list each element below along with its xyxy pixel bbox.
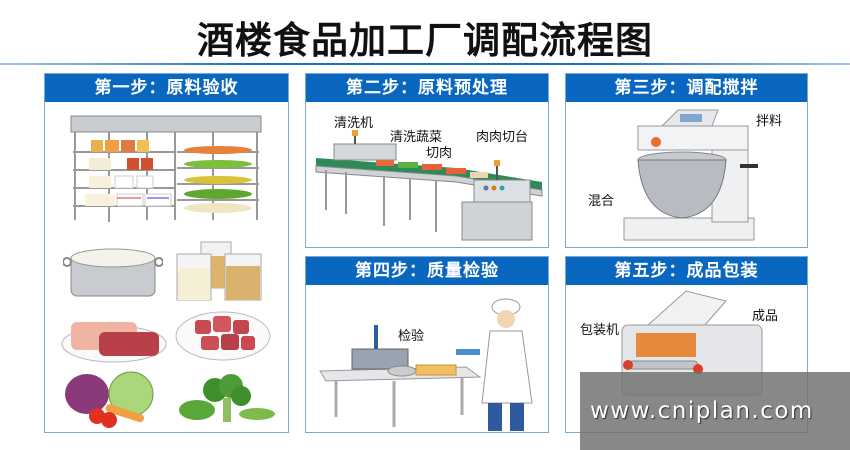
label-washer: 清洗机 — [334, 116, 374, 131]
quality-inspection-icon — [319, 298, 533, 431]
label-cut-meat: 切肉 — [426, 146, 453, 161]
step-4-title: 第四步：质量检验 — [306, 257, 548, 285]
step-1-panel: 第一步：原料验收 — [44, 73, 289, 433]
label-finished-product: 成品 — [752, 309, 779, 324]
storage-rack-icon — [70, 115, 262, 222]
meat-slab-icon — [61, 322, 167, 363]
spiral-mixer-icon — [623, 109, 758, 241]
grain-jars-icon — [176, 241, 262, 301]
step-2-panel: 第二步：原料预处理 清洗机 清洗蔬菜 肉肉切 — [305, 73, 549, 248]
label-stir: 拌料 — [756, 114, 783, 129]
conveyor-washing-line-icon — [315, 130, 543, 241]
broccoli-greens-icon — [179, 374, 275, 422]
step-3-title: 第三步：调配搅拌 — [566, 74, 807, 102]
label-wash-vegetables: 清洗蔬菜 — [390, 130, 443, 145]
step-1-title: 第一步：原料验收 — [45, 74, 288, 102]
label-mix: 混合 — [588, 194, 615, 209]
page-title: 酒楼食品加工厂调配流程图 — [197, 19, 653, 62]
label-meat-cutting-station: 肉肉切台 — [476, 130, 529, 145]
label-packaging-machine: 包装机 — [580, 323, 620, 338]
step-3-panel: 第三步：调配搅拌 拌料 混合 — [565, 73, 808, 248]
title-divider — [0, 63, 850, 65]
diced-meat-icon — [175, 311, 271, 361]
label-inspection: 检验 — [398, 329, 425, 344]
watermark: www.cniplan.com — [580, 372, 850, 450]
watermark-text: www.cniplan.com — [590, 398, 814, 424]
rice-pot-icon — [63, 248, 163, 297]
step-4-panel: 第四步：质量检验 检验 — [305, 256, 549, 433]
step-5-title: 第五步：成品包装 — [566, 257, 807, 285]
vegetables-icon — [65, 371, 154, 428]
step-2-title: 第二步：原料预处理 — [306, 74, 548, 102]
